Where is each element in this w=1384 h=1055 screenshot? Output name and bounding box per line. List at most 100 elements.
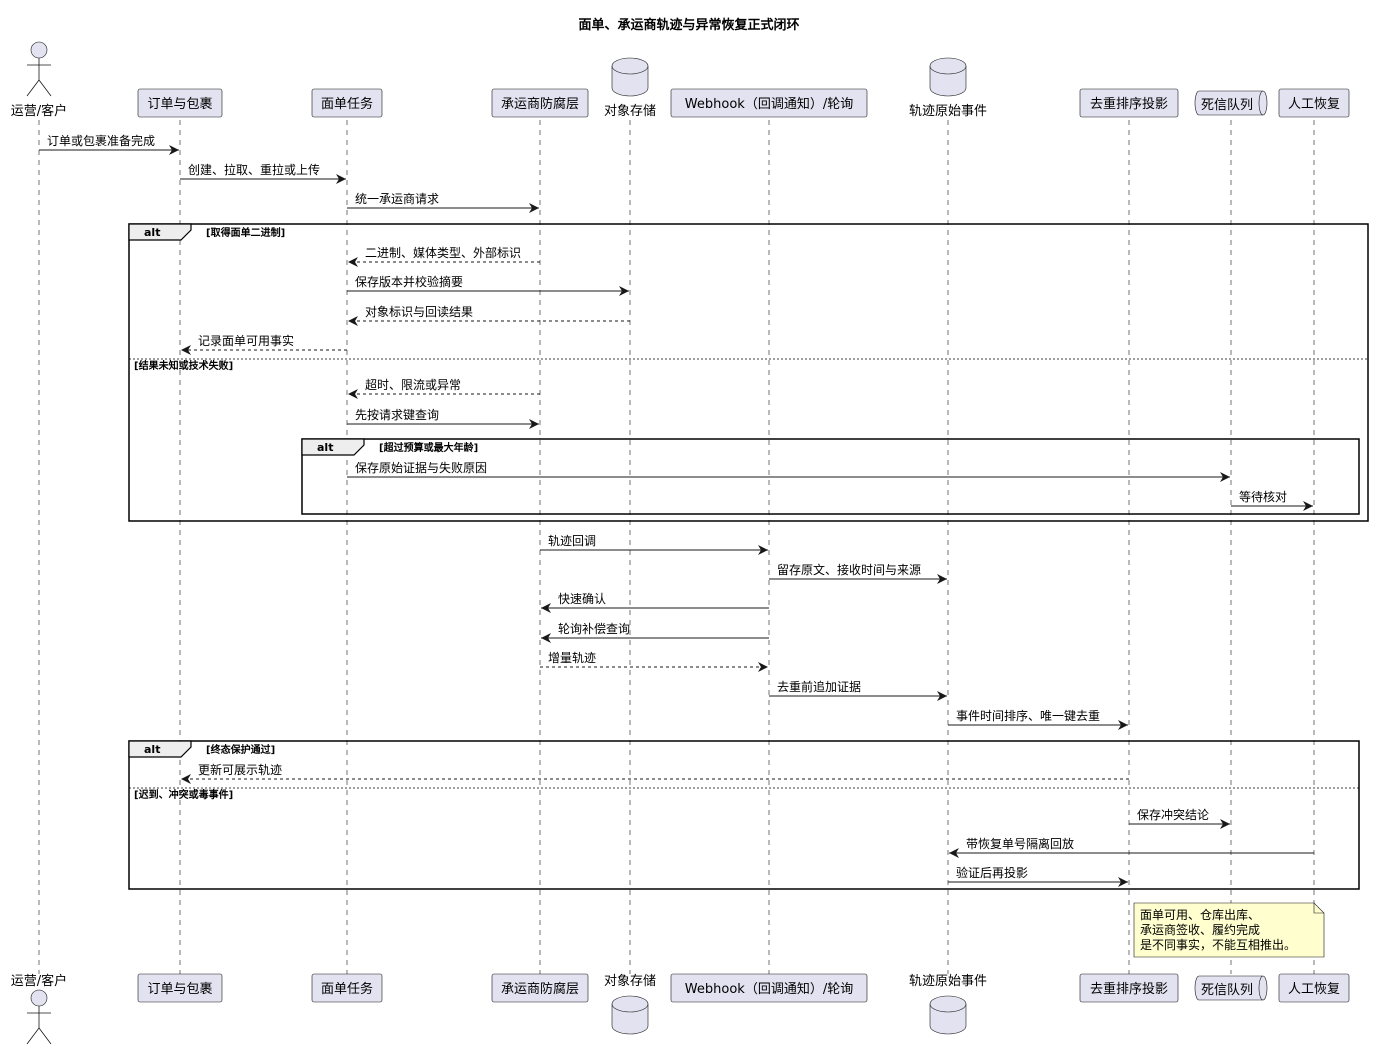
- participant-raw-top: 轨迹原始事件: [909, 57, 987, 119]
- frame-kind-label: alt: [144, 743, 160, 756]
- participant-label: 订单与包裹: [147, 982, 212, 997]
- participant-label: 承运商防腐层: [501, 981, 579, 997]
- message-label: 增量轨迹: [548, 651, 596, 665]
- message-22: 验证后再投影: [948, 865, 1128, 887]
- frame-condition: [结果未知或技术失败]: [134, 359, 233, 372]
- participant-label: 轨迹原始事件: [909, 974, 987, 989]
- participant-label: 死信队列: [1201, 98, 1253, 113]
- message-label: 留存原文、接收时间与来源: [777, 562, 921, 577]
- participant-dlq-top: 死信队列: [1194, 90, 1268, 116]
- message-label: 创建、拉取、重拉或上传: [188, 162, 320, 177]
- message-label: 去重前追加证据: [777, 679, 861, 694]
- participant-ops-top: 运营/客户: [11, 41, 67, 119]
- participant-order-top: 订单与包裹: [137, 88, 223, 118]
- note-line: 是不同事实，不能互相推出。: [1140, 937, 1296, 952]
- participant-label: 订单与包裹: [147, 97, 212, 112]
- participant-store-bottom: 对象存储: [604, 974, 656, 1035]
- message-3: 统一承运商请求: [347, 191, 539, 213]
- message-label: 超时、限流或异常: [365, 377, 461, 392]
- participant-proj-top: 去重排序投影: [1079, 88, 1179, 118]
- frame-condition: [迟到、冲突或毒事件]: [134, 788, 233, 801]
- message-label: 保存版本并校验摘要: [355, 274, 463, 289]
- message-17: 去重前追加证据: [769, 679, 947, 701]
- message-11: 等待核对: [1231, 490, 1313, 511]
- participant-label: Webhook（回调通知）/轮询: [685, 96, 853, 112]
- message-label: 快速确认: [558, 592, 606, 606]
- message-13: 留存原文、接收时间与来源: [769, 562, 947, 584]
- message-2: 创建、拉取、重拉或上传: [180, 162, 346, 184]
- note-line: 面单可用、仓库出库、: [1140, 907, 1260, 922]
- message-label: 等待核对: [1239, 490, 1287, 504]
- message-label: 二进制、媒体类型、外部标识: [365, 245, 521, 260]
- participant-waybill-bottom: 面单任务: [311, 973, 383, 1003]
- message-8: 超时、限流或异常: [348, 377, 540, 399]
- message-label: 保存冲突结论: [1137, 807, 1209, 822]
- participant-label: 死信队列: [1201, 983, 1253, 998]
- participant-store-top: 对象存储: [604, 57, 656, 119]
- message-4: 二进制、媒体类型、外部标识: [348, 245, 540, 267]
- participant-label: 去重排序投影: [1090, 981, 1168, 997]
- participant-label: 轨迹原始事件: [909, 104, 987, 119]
- message-label: 带恢复单号隔离回放: [966, 836, 1074, 851]
- participant-label: 运营/客户: [11, 103, 67, 119]
- frame-condition: [超过预算或最大年龄]: [379, 441, 478, 454]
- participant-dlq-bottom: 死信队列: [1194, 975, 1268, 1001]
- message-label: 事件时间排序、唯一键去重: [956, 708, 1100, 723]
- message-15: 轮询补偿查询: [541, 621, 769, 643]
- message-label: 订单或包裹准备完成: [47, 133, 155, 148]
- participant-order-bottom: 订单与包裹: [137, 973, 223, 1003]
- participant-label: 运营/客户: [11, 973, 67, 989]
- participant-waybill-top: 面单任务: [311, 88, 383, 118]
- diagram-title: 面单、承运商轨迹与异常恢复正式闭环: [578, 17, 799, 33]
- participant-label: 对象存储: [604, 104, 656, 119]
- message-19: 更新可展示轨迹: [181, 762, 1129, 784]
- message-label: 轮询补偿查询: [558, 621, 630, 636]
- note-line: 承运商签收、履约完成: [1140, 922, 1260, 937]
- alt-frame-3: alt [终态保护通过] [迟到、冲突或毒事件]: [128, 740, 1360, 890]
- message-label: 对象标识与回读结果: [365, 305, 473, 319]
- participant-webhook-bottom: Webhook（回调通知）/轮询: [670, 973, 868, 1003]
- message-21: 带恢复单号隔离回放: [949, 836, 1314, 858]
- message-label: 记录面单可用事实: [198, 333, 294, 348]
- message-1: 订单或包裹准备完成: [39, 133, 179, 155]
- participant-webhook-top: Webhook（回调通知）/轮询: [670, 88, 868, 118]
- message-label: 统一承运商请求: [355, 191, 439, 206]
- message-label: 保存原始证据与失败原因: [355, 460, 487, 475]
- message-label: 轨迹回调: [548, 534, 596, 548]
- participant-label: 人工恢复: [1288, 97, 1340, 112]
- message-12: 轨迹回调: [540, 534, 768, 555]
- participant-ops-bottom: 运营/客户: [11, 973, 67, 1045]
- frame-condition: [终态保护通过]: [206, 743, 275, 756]
- participant-acl-bottom: 承运商防腐层: [491, 973, 589, 1003]
- participant-acl-top: 承运商防腐层: [491, 88, 589, 118]
- message-label: 更新可展示轨迹: [198, 762, 282, 777]
- participant-raw-bottom: 轨迹原始事件: [909, 974, 987, 1035]
- message-9: 先按请求键查询: [347, 408, 539, 429]
- message-20: 保存冲突结论: [1129, 807, 1230, 829]
- frame-condition: [取得面单二进制]: [206, 226, 285, 239]
- message-7: 记录面单可用事实: [181, 333, 347, 355]
- participant-manual-top: 人工恢复: [1278, 88, 1350, 118]
- message-label: 先按请求键查询: [355, 408, 439, 422]
- participant-manual-bottom: 人工恢复: [1278, 973, 1350, 1003]
- participant-label: 人工恢复: [1288, 982, 1340, 997]
- frame-kind-label: alt: [144, 226, 160, 239]
- participant-label: 面单任务: [321, 96, 373, 112]
- participant-label: 面单任务: [321, 981, 373, 997]
- message-5: 保存版本并校验摘要: [347, 274, 629, 296]
- participant-label: 对象存储: [604, 974, 656, 989]
- message-label: 验证后再投影: [956, 865, 1028, 880]
- message-10: 保存原始证据与失败原因: [347, 460, 1230, 482]
- participant-proj-bottom: 去重排序投影: [1079, 973, 1179, 1003]
- message-14: 快速确认: [541, 592, 769, 613]
- message-16: 增量轨迹: [540, 651, 768, 672]
- participant-label: 去重排序投影: [1090, 96, 1168, 112]
- alt-frame-1: alt [取得面单二进制] [结果未知或技术失败]: [128, 223, 1369, 522]
- message-18: 事件时间排序、唯一键去重: [948, 708, 1128, 730]
- message-6: 对象标识与回读结果: [348, 305, 630, 326]
- frame-kind-label: alt: [317, 441, 333, 454]
- participant-label: Webhook（回调通知）/轮询: [685, 981, 853, 997]
- alt-frame-2: alt [超过预算或最大年龄]: [301, 438, 1360, 515]
